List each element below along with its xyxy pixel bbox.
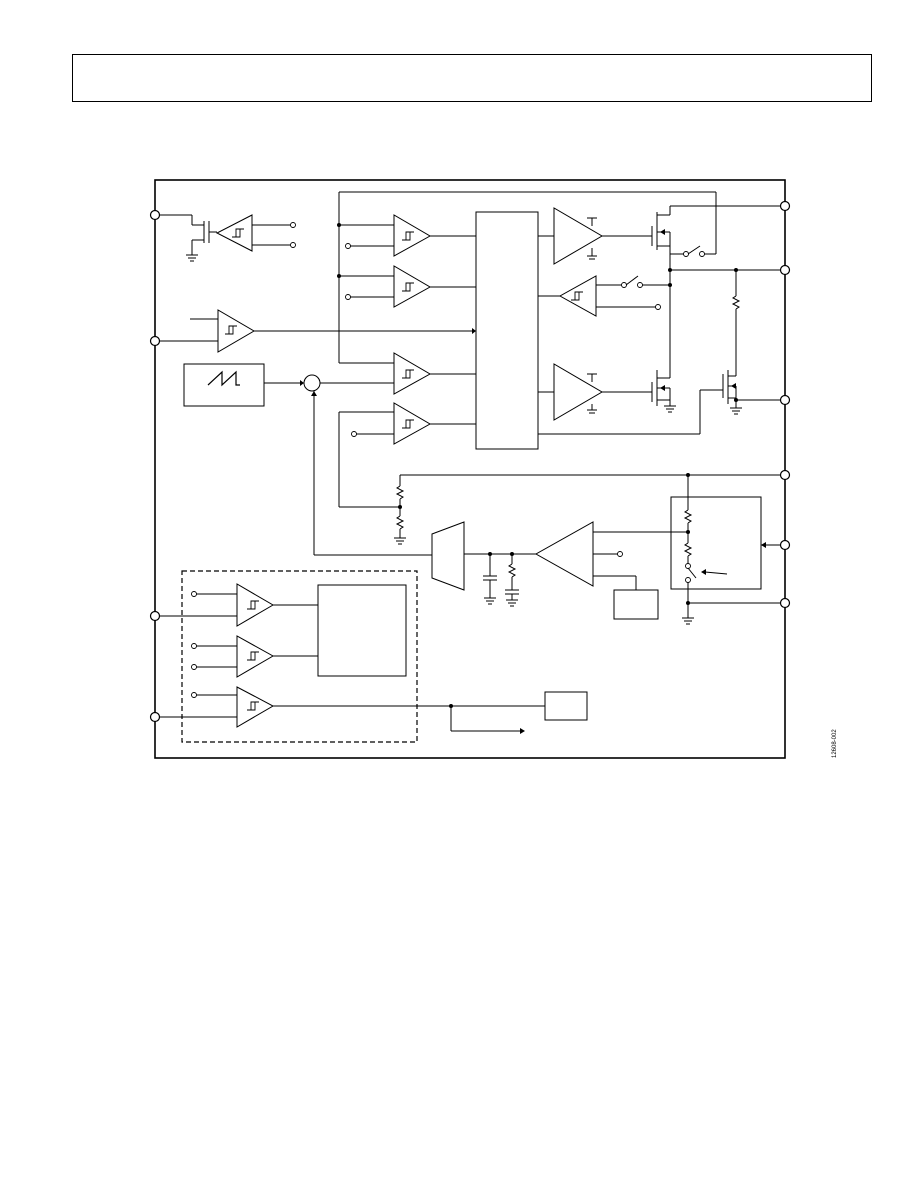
comparator-b-icon [393, 265, 432, 308]
low-side-driver-icon [553, 363, 603, 421]
monitor-logic-block [317, 584, 407, 677]
pin-right-6 [779, 597, 791, 609]
page-header-box [72, 54, 872, 102]
monitor-comparator-1-icon [236, 583, 274, 627]
right-pins [779, 200, 791, 609]
pin-right-5 [779, 539, 791, 551]
comparator-a-icon [393, 214, 432, 257]
output-enable-block [544, 691, 588, 721]
error-amplifier-output-stage [431, 521, 465, 591]
control-logic-block [475, 211, 539, 450]
ramp-generator [183, 363, 265, 407]
pin-left-3 [149, 610, 161, 622]
comparator-pin1-icon [215, 214, 253, 252]
pin-left-4 [149, 711, 161, 723]
pin-right-4 [779, 469, 791, 481]
comparator-d-icon [393, 402, 432, 445]
monitor-comparator-3-icon [236, 686, 275, 728]
summing-node [303, 374, 321, 392]
monitor-comparator-2-icon [236, 635, 275, 678]
input-pin-1-section [155, 214, 296, 262]
left-pins [149, 209, 161, 723]
chip-boundary [154, 179, 786, 759]
pwm-comparator-icon [393, 352, 432, 395]
trim-divider-block [670, 496, 762, 590]
comparator-pin2-icon [217, 309, 255, 353]
zero-cross-comparator-icon [558, 275, 597, 317]
figure-id: 12608-002 [832, 729, 838, 758]
pin-right-3 [779, 394, 791, 406]
error-amplifier-icon [534, 521, 594, 587]
pin-right-2 [779, 264, 791, 276]
reference-block [613, 589, 659, 620]
monitor-block [181, 570, 418, 743]
pin-left-2 [149, 335, 161, 347]
pin-left-1 [149, 209, 161, 221]
pin-right-1 [779, 200, 791, 212]
input-pin-2-section [155, 309, 476, 353]
high-side-driver-icon [553, 207, 603, 265]
